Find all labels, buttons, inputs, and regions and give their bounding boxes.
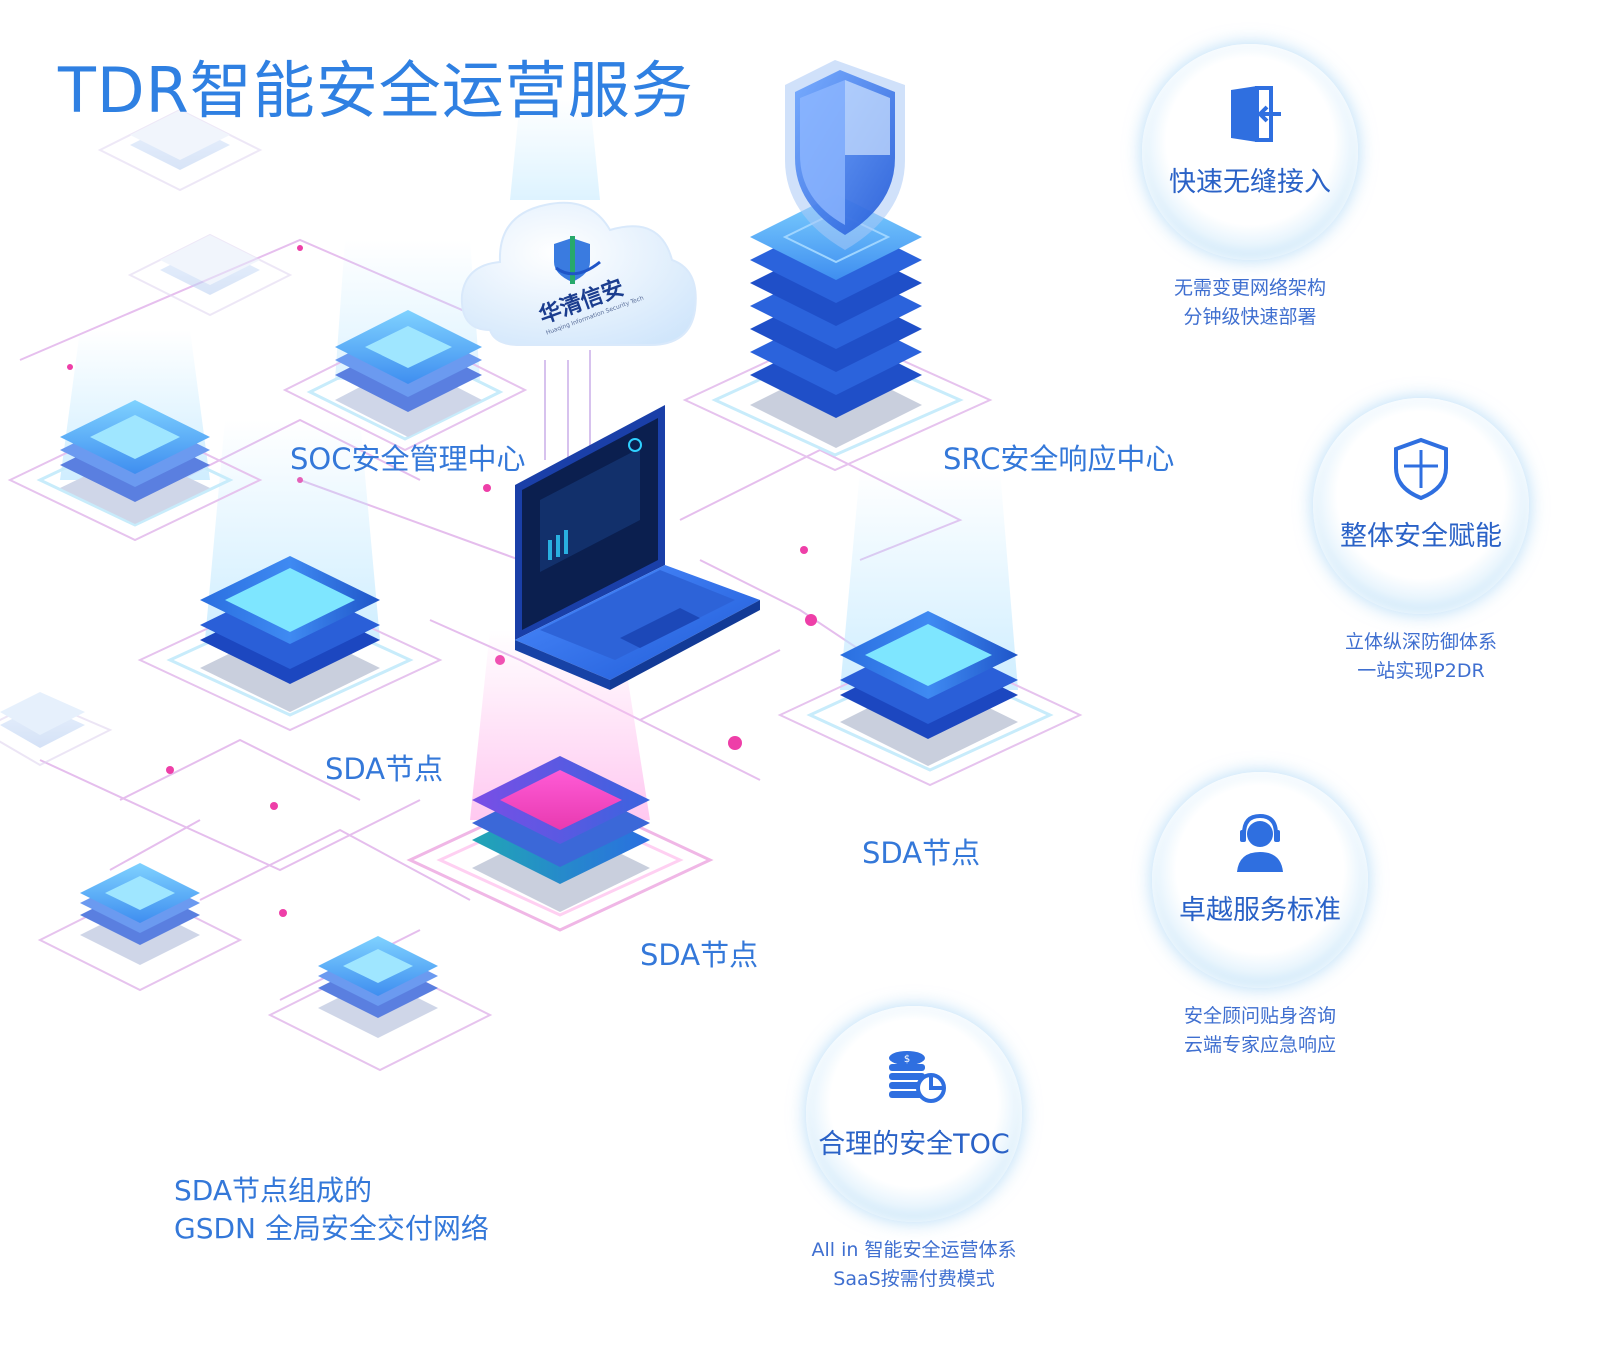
feature-circle [1313, 398, 1529, 614]
shield-icon [1394, 437, 1448, 501]
feature-name: 卓越服务标准 [1179, 895, 1341, 926]
feature-name: 整体安全赋能 [1340, 521, 1502, 552]
feature-name: 快速无缝接入 [1169, 167, 1331, 198]
feature-card-service-standard: 卓越服务标准 安全顾问贴身咨询 云端专家应急响应 [1152, 772, 1368, 1056]
network-caption: SDA节点组成的 GSDN 全局安全交付网络 [174, 1172, 489, 1248]
sda-left-label: SDA节点 [325, 752, 444, 786]
server-node-sda-right [777, 611, 1083, 787]
feature-desc: All in 智能安全运营体系 SaaS按需付费模式 [776, 1236, 1052, 1294]
feature-desc: 无需变更网络架构 分钟级快速部署 [1112, 274, 1388, 332]
coins-chart-icon: $ [889, 1051, 946, 1103]
feature-desc: 安全顾问贴身咨询 云端专家应急响应 [1122, 1002, 1398, 1060]
network-caption-line2: GSDN 全局安全交付网络 [174, 1212, 489, 1245]
cloud-graphic [460, 201, 697, 480]
server-node-sda-left [137, 556, 443, 732]
faint-node [0, 692, 113, 767]
server-node [37, 863, 243, 992]
feature-desc-line2: 云端专家应急响应 [1183, 1034, 1336, 1056]
soc-label: SOC安全管理中心 [290, 442, 526, 476]
support-agent-icon [1237, 813, 1283, 872]
laptop-graphic [515, 405, 760, 690]
feature-desc-line1: All in 智能安全运营体系 [811, 1239, 1017, 1261]
feature-card-security-enable: 整体安全赋能 立体纵深防御体系 一站实现P2DR [1313, 398, 1529, 682]
network-dots [67, 245, 817, 917]
server-node [267, 936, 493, 1072]
feature-desc-line2: 分钟级快速部署 [1183, 306, 1317, 328]
feature-name: 合理的安全TOC [818, 1129, 1010, 1160]
feature-card-reasonable-toc: $ 合理的安全TOC All in 智能安全运营体系 SaaS按需付费模式 [806, 1006, 1022, 1290]
server-node [7, 400, 263, 542]
feature-desc-line2: 一站实现P2DR [1357, 660, 1485, 682]
feature-desc: 立体纵深防御体系 一站实现P2DR [1283, 628, 1559, 686]
feature-card-fast-access: 快速无缝接入 无需变更网络架构 分钟级快速部署 [1142, 44, 1358, 328]
feature-circle [1142, 44, 1358, 260]
feature-desc-line1: 立体纵深防御体系 [1344, 631, 1497, 653]
svg-text:$: $ [904, 1054, 910, 1065]
sda-center-label: SDA节点 [640, 938, 759, 972]
company-logo-icon [554, 236, 601, 284]
server-node-sda-center [406, 756, 714, 932]
page-title: TDR智能安全运营服务 [58, 54, 694, 127]
server-node-soc [282, 310, 528, 452]
network-caption-line1: SDA节点组成的 [174, 1174, 372, 1207]
faint-node [97, 108, 263, 192]
feature-desc-line1: 无需变更网络架构 [1173, 277, 1326, 299]
shield-graphic [785, 60, 905, 250]
faint-node [127, 233, 293, 317]
feature-circle [806, 1006, 1022, 1222]
feature-desc-line2: SaaS按需付费模式 [833, 1268, 995, 1290]
door-enter-icon [1231, 86, 1281, 142]
sda-right-label: SDA节点 [862, 836, 981, 870]
feature-circle [1152, 772, 1368, 988]
src-label: SRC安全响应中心 [943, 442, 1175, 476]
feature-desc-line1: 安全顾问贴身咨询 [1183, 1005, 1336, 1027]
